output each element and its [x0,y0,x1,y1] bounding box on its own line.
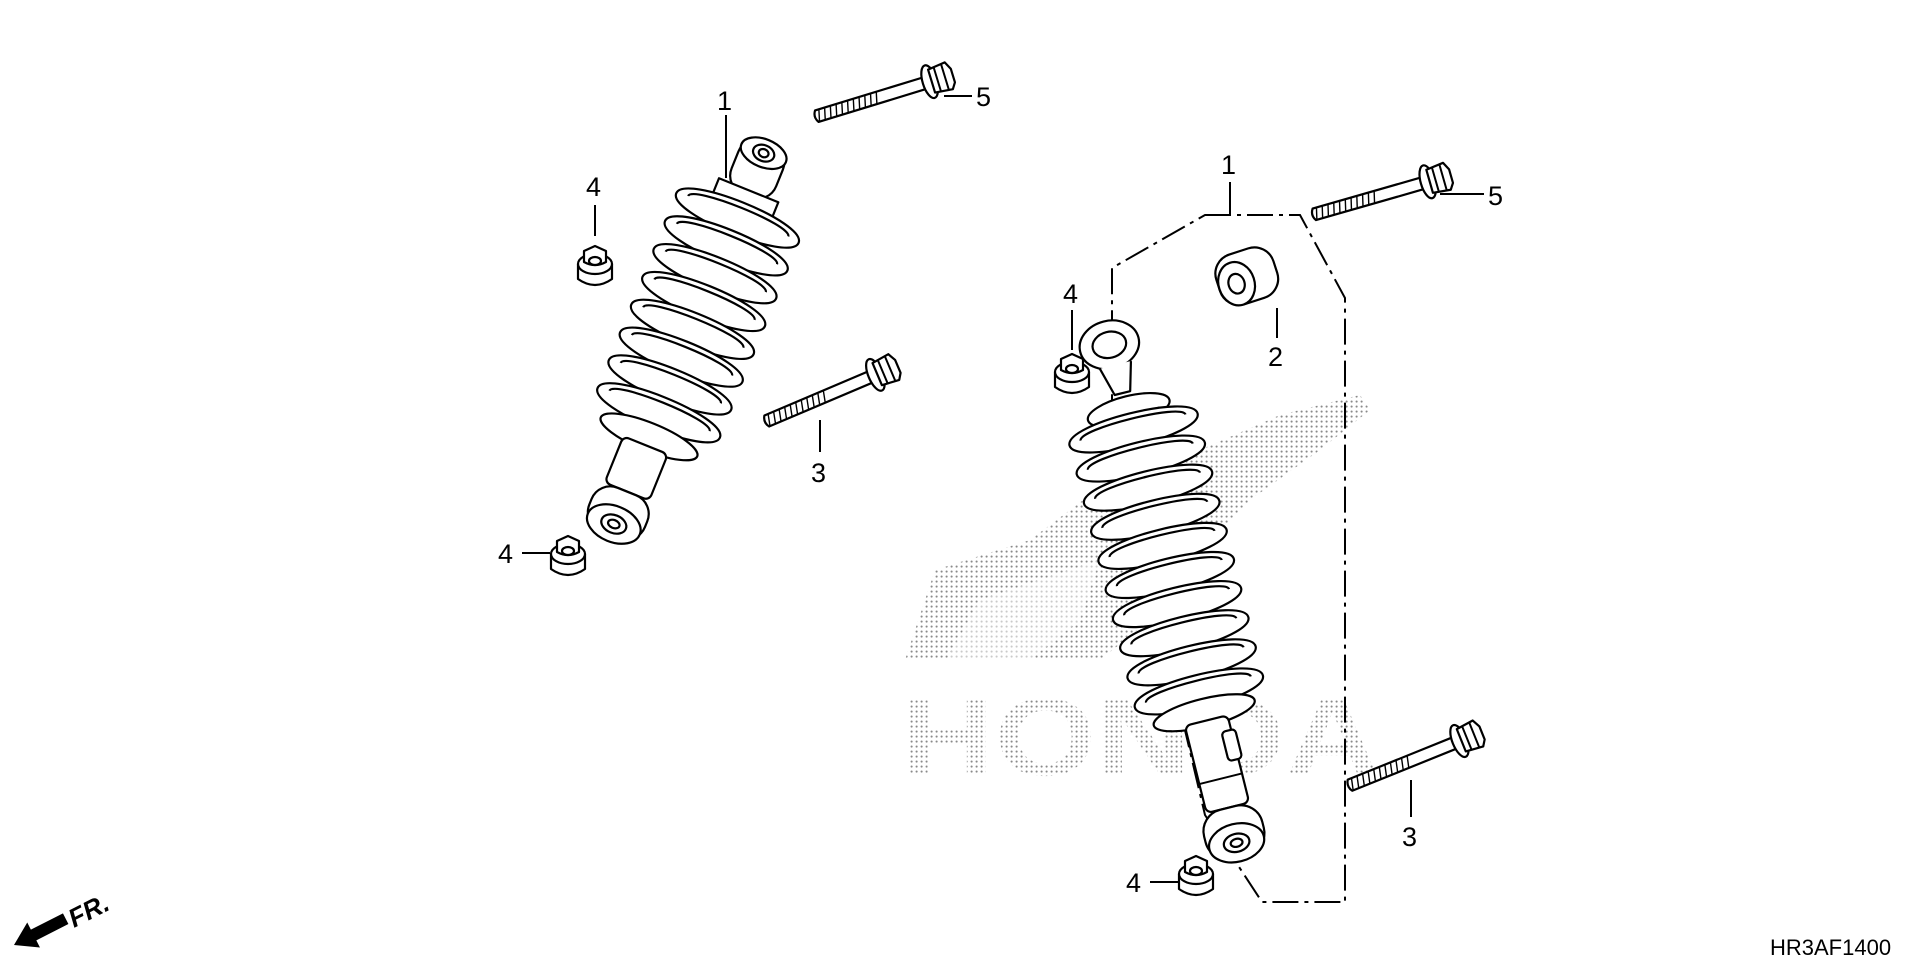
right-bushing [1214,246,1280,307]
right-shock-absorber [1064,319,1269,864]
callout-left-nut-upper: 4 [586,172,601,202]
left-upper-nut [576,244,614,287]
callout-left-bolt-upper: 5 [976,82,991,112]
callout-right-bolt-lower: 3 [1402,822,1417,852]
callout-right-bushing: 2 [1268,342,1283,372]
right-upper-bolt [1306,157,1457,233]
left-lower-nut [549,534,587,577]
left-upper-bolt [808,57,959,135]
callout-right-nut-lower: 4 [1126,868,1141,898]
callout-right-bolt-upper: 5 [1488,181,1503,211]
front-direction-arrow-icon [14,913,69,948]
callout-left-shock: 1 [717,86,732,116]
honda-watermark-text: HONDA [900,676,1380,799]
front-direction-label: FR. [63,888,114,934]
callout-right-nut-upper: 4 [1063,279,1078,309]
right-assembly-group-outline [1111,214,1346,903]
left-shock-absorber [585,136,806,545]
left-lower-bolt [757,348,906,439]
callout-left-bolt-lower: 3 [811,458,826,488]
right-lower-nut [1177,854,1215,897]
right-upper-nut [1053,352,1091,395]
callout-left-nut-lower: 4 [498,539,513,569]
drawing-code: HR3AF1400 [1770,935,1891,960]
callout-right-group: 1 [1221,150,1236,180]
